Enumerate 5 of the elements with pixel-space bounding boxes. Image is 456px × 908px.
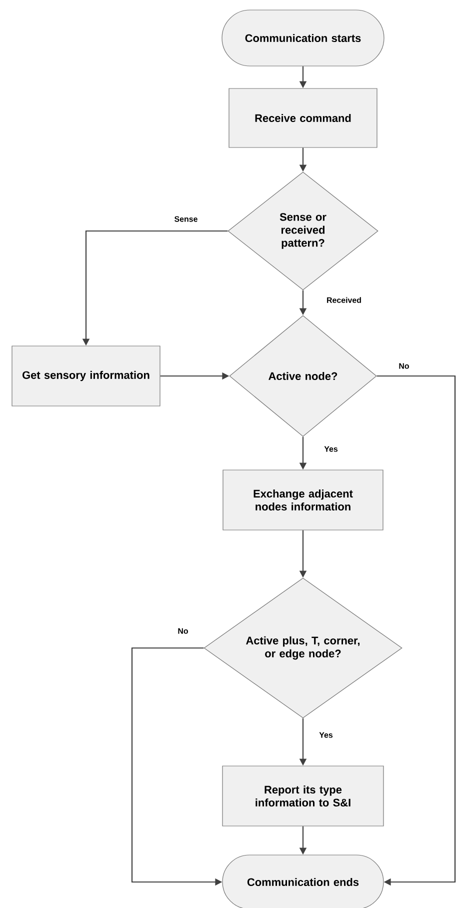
process-box: Receive command <box>228 88 378 148</box>
arrow <box>376 375 456 886</box>
process-box: Get sensory information <box>12 346 160 406</box>
process-box: Exchange adjacent nodes information <box>222 470 384 530</box>
process-box: Report its type information to S&I <box>222 766 384 826</box>
